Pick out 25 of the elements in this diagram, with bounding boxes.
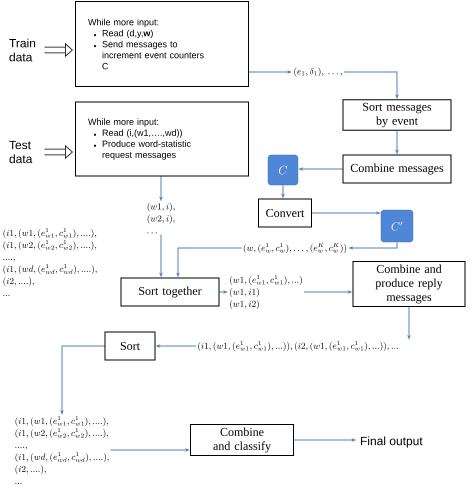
process-box: Sort messages by event: [342, 99, 452, 131]
message-formula: $(w,(e^1_w,c^1_w),\ldots,(e^K_w,c^K_w))$: [244, 242, 346, 254]
text-label: Test data: [9, 140, 32, 164]
label: $(i1,(wd,(e^1_{wd},c^1_{wd}),....),$: [4, 264, 97, 274]
label: $(i1,(w2,(e^1_{w2},c^1_{w2}),....),$: [4, 240, 96, 250]
message-list: $(w1,(e^1_{w1},c^1_{w1}),...)$ $(w1,i1)$ $(w1,i2)$: [230, 274, 302, 309]
process-box: Sort together: [120, 278, 220, 306]
process-box: Combine and classify: [190, 424, 294, 456]
process-box: Combine and produce reply messages: [352, 261, 466, 307]
process-box: While more input: Read (i,(w1,….,wd)) Produce word-statistic request messages: [75, 102, 249, 176]
message-formula: $(i1,(w1,(e^1_{w1},c^1_{w1}),...)),(i2,(w1,(e^1_{w1},c^1_{w1}),...)),...$: [198, 340, 398, 351]
label: $....,$: [3, 258, 15, 262]
process-box: Combine messages: [342, 154, 452, 184]
process-box: Sort: [104, 332, 156, 360]
message-list: $(i1,(w1,(e^1_{w1},c^1_{w1}),....),$ $(i1,(w2,(e^1_{w2},c^1_{w2}),....),$ $....,$ $(i1,(wd,(e^1_{wd},c^1_{wd}),....),$ $(i2,....),$ $...$: [15, 416, 109, 484]
process-box: Convert: [258, 198, 312, 228]
label: $(i2,....),$: [4, 277, 34, 286]
message-formula: $(e_1,\delta_1),\ \ldots,$: [294, 68, 342, 76]
label: $...$: [3, 294, 10, 296]
process-box: While more input: Read (d,y,w) Send messages to increment event counters C: [75, 1, 249, 87]
text-label: Final output: [360, 436, 423, 448]
label: $(i1,(w1,(e^1_{w1},c^1_{w1}),....),$: [4, 228, 96, 238]
message-list: $(w1,i),$ $(w2,i),$ $\ldots$: [148, 202, 175, 234]
message-list: $(i1,(w1,(e^1_{w1},c^1_{w1}),....),$ $(i1,(w2,(e^1_{w2},c^1_{w2}),....),$ $....,$ $(i1,(wd,(e^1_{wd},c^1_{wd}),....),$ $(i2,....),$ $...$: [3, 228, 97, 296]
text-label: Train data: [9, 38, 36, 62]
